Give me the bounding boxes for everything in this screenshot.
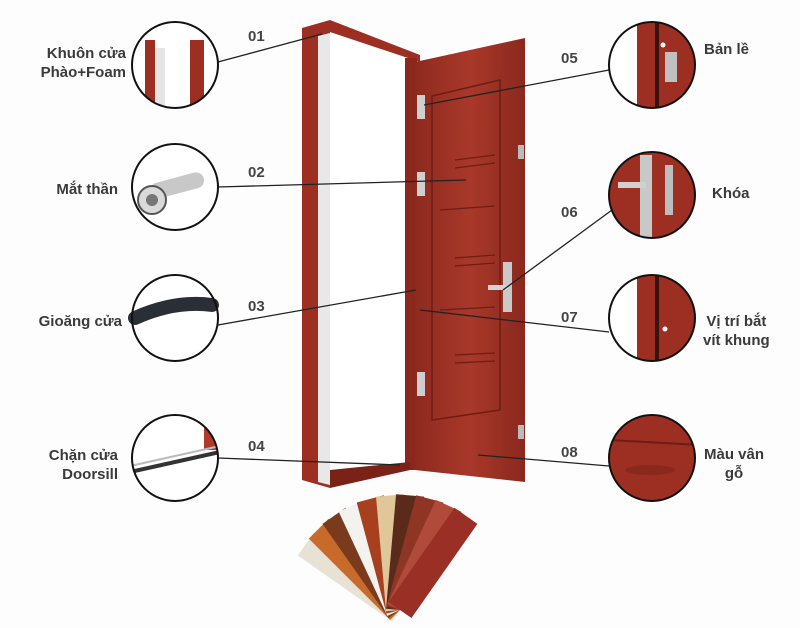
label-line: Mắt thần bbox=[56, 181, 118, 198]
part-number-07: 07 bbox=[561, 309, 578, 326]
label-line: Vị trí bắt bbox=[706, 313, 767, 330]
part-number-08: 08 bbox=[561, 444, 578, 461]
leader-lines bbox=[217, 33, 613, 467]
color-swatch-fan bbox=[297, 494, 478, 622]
part-number-01: 01 bbox=[248, 28, 265, 45]
part-number-05: 05 bbox=[561, 50, 578, 67]
label-line: Phào+Foam bbox=[40, 64, 126, 81]
part-number-03: 03 bbox=[248, 298, 265, 315]
detail-screw-circle bbox=[608, 274, 696, 362]
label-wood-grain: Màu vân gỗ bbox=[704, 445, 764, 483]
label-gasket: Gioăng cửa bbox=[39, 312, 122, 331]
label-line: Bản lề bbox=[704, 41, 750, 58]
label-line: Khuôn cửa bbox=[46, 45, 126, 62]
label-line: vít khung bbox=[703, 332, 770, 349]
detail-lock-circle bbox=[608, 151, 696, 239]
label-frame: Khuôn cửa Phào+Foam bbox=[41, 44, 126, 82]
label-screw-position: Vị trí bắt vít khung bbox=[703, 312, 770, 350]
door-frame bbox=[302, 20, 420, 488]
detail-hinge-circle bbox=[608, 21, 696, 109]
part-number-04: 04 bbox=[248, 438, 265, 455]
detail-frame-circle bbox=[131, 21, 219, 109]
label-line: Gioăng cửa bbox=[38, 313, 122, 330]
label-peephole: Mắt thần bbox=[56, 180, 118, 199]
detail-woodgrain-circle bbox=[608, 414, 696, 502]
detail-gasket-circle bbox=[128, 274, 219, 362]
detail-peephole-circle bbox=[131, 143, 219, 231]
label-line: Doorsill bbox=[62, 466, 118, 483]
part-number-06: 06 bbox=[561, 204, 578, 221]
label-lock: Khóa bbox=[712, 184, 750, 203]
detail-doorsill-circle bbox=[131, 414, 219, 502]
label-line: Chặn cửa bbox=[48, 447, 118, 464]
label-doorsill: Chặn cửa Doorsill bbox=[49, 446, 118, 484]
label-line: Màu vân bbox=[704, 446, 765, 463]
part-number-02: 02 bbox=[248, 164, 265, 181]
label-hinge: Bản lề bbox=[704, 40, 749, 59]
door-leaf bbox=[415, 38, 525, 482]
label-line: Khóa bbox=[712, 185, 750, 202]
label-line: gỗ bbox=[724, 465, 744, 482]
